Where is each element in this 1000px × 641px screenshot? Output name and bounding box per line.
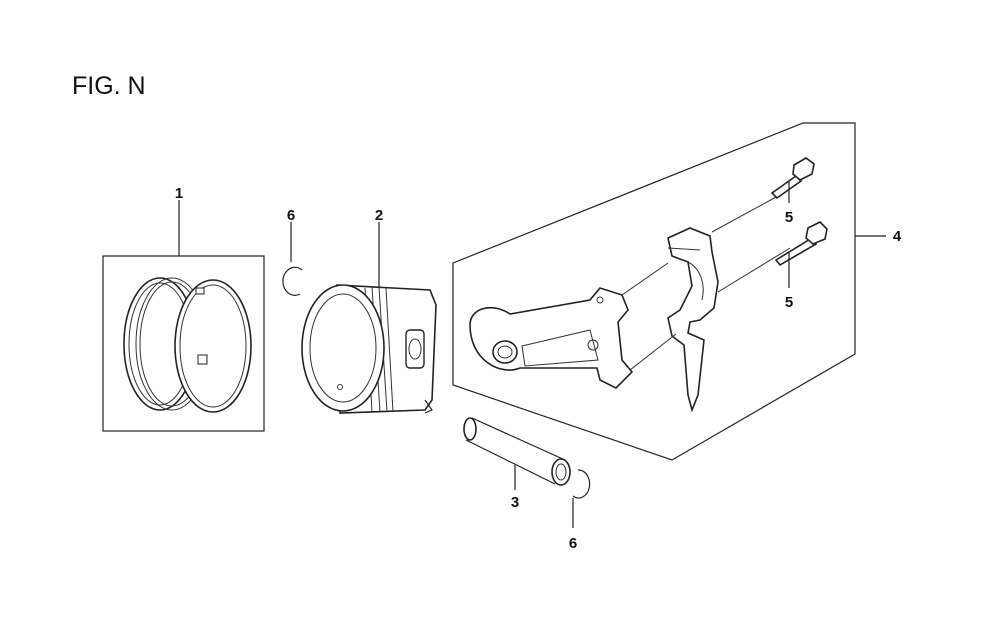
alignment-line-bottom: [629, 333, 677, 371]
rod-bolt-upper-shape: [770, 157, 815, 200]
connecting-rod-box: [452, 122, 856, 461]
callout-1: 1: [175, 185, 183, 202]
alignment-line-top: [621, 262, 669, 296]
callout-6-left: 6: [287, 207, 295, 224]
callout-6-right: 6: [569, 535, 577, 552]
rod-cap-shape: [667, 227, 719, 413]
bolt-line-upper: [711, 195, 779, 233]
callout-3: 3: [511, 494, 519, 511]
bolt-line-lower: [717, 247, 791, 293]
rod-bolt-lower-shape: [774, 221, 828, 267]
figure-title: FIG. N: [72, 72, 146, 100]
piston-rings: [123, 277, 252, 413]
callout-4: 4: [893, 228, 902, 245]
piston-pin-shape: [463, 417, 575, 488]
callout-5-lower: 5: [785, 294, 793, 311]
callout-2: 2: [375, 207, 383, 224]
piston-shape: [301, 284, 437, 414]
pin-clip-right-shape: [572, 469, 591, 499]
connecting-rod-shape: [469, 287, 634, 389]
callout-5-upper: 5: [785, 209, 793, 226]
pin-clip-left-shape: [282, 266, 303, 296]
ring-set-box: [102, 255, 265, 432]
